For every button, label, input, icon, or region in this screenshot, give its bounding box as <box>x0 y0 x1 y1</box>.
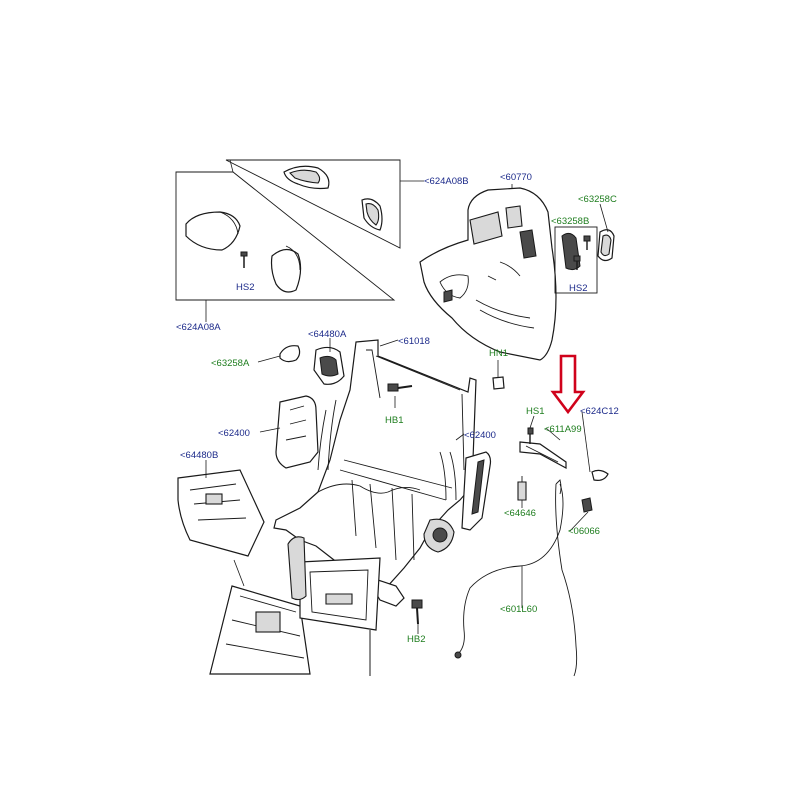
trim-cover-inset-box <box>175 159 401 301</box>
seat-back-frame <box>273 339 477 607</box>
label-hb1: HB1 <box>385 415 403 426</box>
seat-pad-panel <box>287 536 381 676</box>
label-hs2-right: HS2 <box>569 283 587 294</box>
label-hs2-left: HS2 <box>236 282 254 293</box>
label-624c12: <624C12 <box>580 406 619 417</box>
highlight-arrow <box>550 354 586 415</box>
bolt-hb1 <box>387 383 413 392</box>
label-624a08b: <624A08B <box>424 176 469 187</box>
label-06066: <06066 <box>568 526 600 537</box>
side-shield-left-62400 <box>275 395 319 469</box>
label-64480b: <64480B <box>180 450 218 461</box>
label-63258c: <63258C <box>578 194 617 205</box>
label-60770: <60770 <box>500 172 532 183</box>
label-63258b: <63258B <box>551 216 589 227</box>
handle-cover-left <box>185 211 241 251</box>
clip-624c12 <box>591 469 609 481</box>
label-64480a: <64480A <box>308 329 347 340</box>
handle-cover-right <box>361 198 383 231</box>
seat-back-panel <box>419 187 557 361</box>
label-63258a: <63258A <box>211 358 250 369</box>
label-hb2: HB2 <box>407 634 425 645</box>
label-64646: <64646 <box>504 508 536 519</box>
label-62400-right: <62400 <box>464 430 496 441</box>
frame-mechanism-lines <box>317 399 457 501</box>
label-hs1: HS1 <box>526 406 544 417</box>
handle-cover-upper <box>283 165 330 190</box>
spring-64646 <box>517 476 527 501</box>
label-611a99: <611A99 <box>544 424 582 435</box>
switch-knob-63258c <box>597 229 615 262</box>
back-panel-64480b <box>177 469 265 557</box>
handle-cover-lower <box>270 245 302 293</box>
bracket-611a99 <box>519 427 567 470</box>
side-trim-right-62400 <box>461 451 492 531</box>
bolt-hb2 <box>411 599 423 625</box>
switch-bezel-63258b <box>554 226 598 294</box>
recliner-cover-64480a <box>313 346 345 385</box>
label-hn1: HN1 <box>489 348 508 359</box>
label-62400-left: <62400 <box>218 428 250 439</box>
label-624a08a: <624A08A <box>176 322 221 333</box>
label-61018: <61018 <box>398 336 430 347</box>
handle-63258a <box>279 345 301 363</box>
cap-06066 <box>581 497 593 513</box>
release-cable-601l60 <box>454 479 578 677</box>
nut-hn1 <box>492 376 505 390</box>
label-601l60: <601L60 <box>500 604 537 615</box>
cushion-frame <box>209 585 311 675</box>
leader-lines <box>205 180 609 634</box>
screw-hs2-left <box>240 251 248 268</box>
